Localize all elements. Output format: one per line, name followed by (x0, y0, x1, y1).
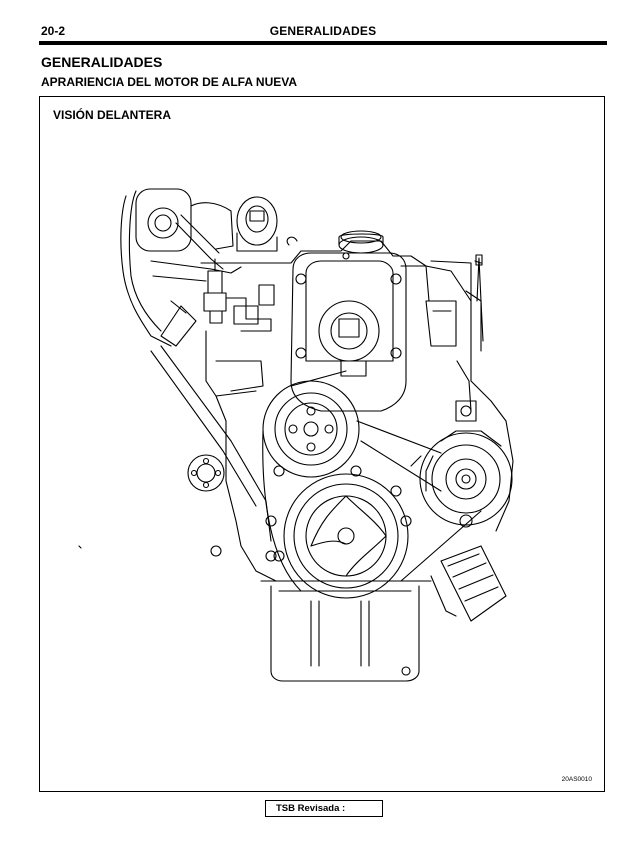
running-title: GENERALIDADES (269, 24, 377, 38)
figure-code: 20AS0010 (561, 776, 592, 783)
dipstick (476, 255, 483, 341)
speck (79, 546, 81, 548)
oil-filter (431, 546, 506, 621)
figure-frame: VISIÓN DELANTERA (39, 96, 605, 792)
oil-filler-cap (339, 231, 383, 253)
page-header: 20-2 GENERALIDADES (39, 24, 607, 40)
fuel-rail (161, 259, 274, 346)
oil-pan (261, 581, 431, 681)
intake-assembly (121, 189, 297, 346)
left-bracket (151, 346, 276, 561)
tsb-label: TSB Revisada : (276, 803, 346, 814)
crankshaft-pulley (274, 466, 411, 598)
tsb-revision-box: TSB Revisada : (265, 800, 383, 817)
water-pump-pulley (263, 381, 359, 477)
figure-view-title: VISIÓN DELANTERA (53, 108, 172, 122)
alternator (411, 401, 512, 527)
page-number: 20-2 (41, 24, 66, 38)
subsection-title: APRARIENCIA DEL MOTOR DE ALFA NUEVA (41, 75, 298, 89)
engine-illustration (40, 97, 604, 791)
section-title: GENERALIDADES (41, 54, 163, 70)
header-rule (39, 41, 607, 45)
timing-cover (291, 253, 406, 411)
